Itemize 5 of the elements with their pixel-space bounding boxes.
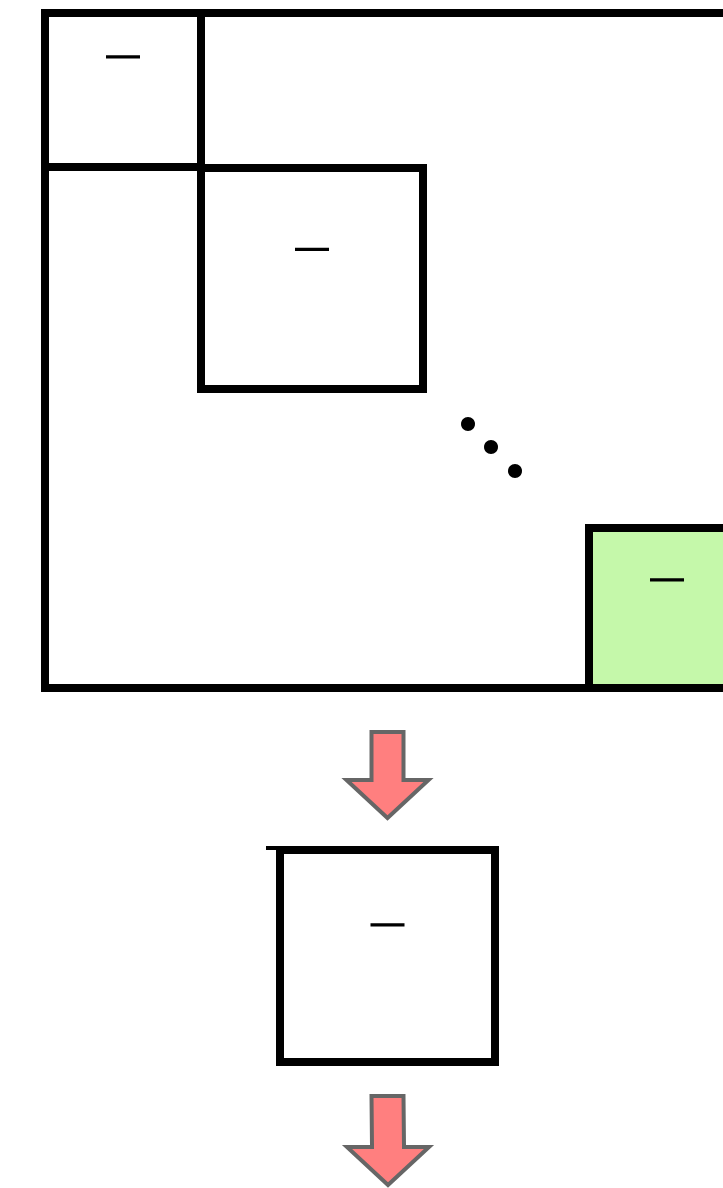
block-arrow xyxy=(341,1094,435,1188)
result-box: — xyxy=(266,846,499,1066)
block-arrow xyxy=(341,730,434,821)
block-box: — xyxy=(197,164,427,393)
highlighted-block-box: — xyxy=(585,524,723,692)
